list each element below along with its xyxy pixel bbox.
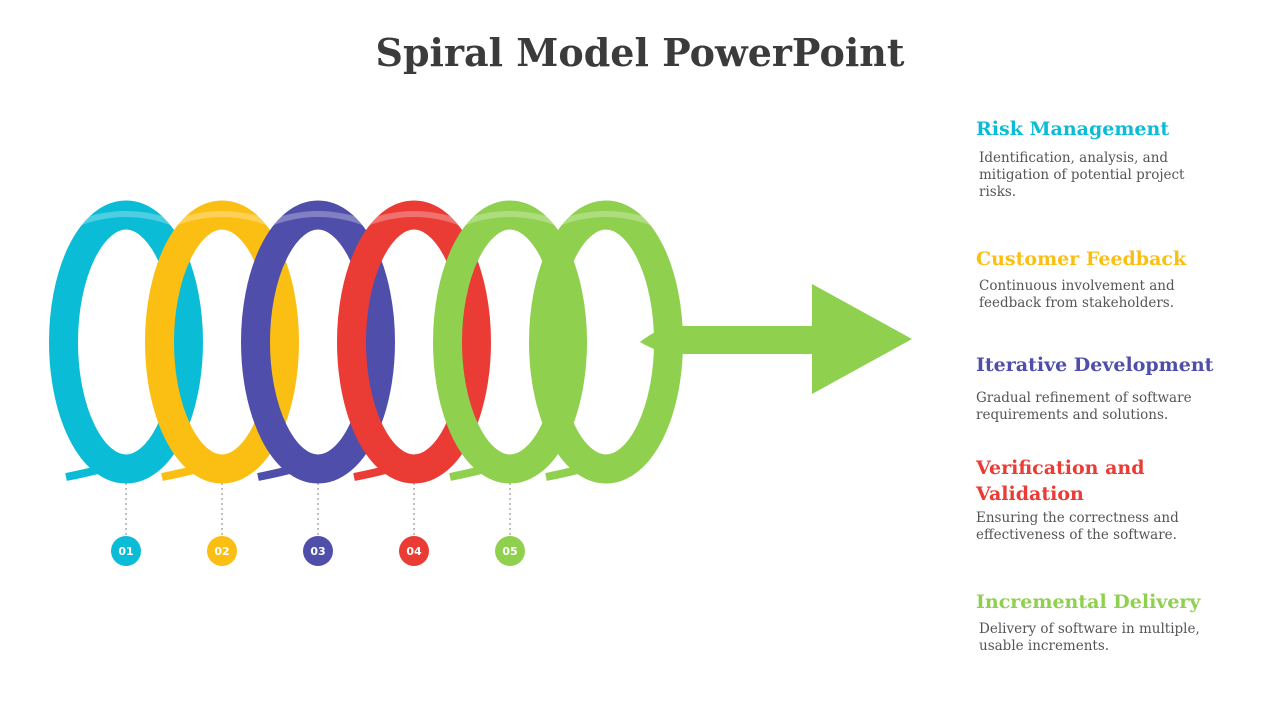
marker-number: 03 [310,545,325,558]
coil-highlight [362,211,466,227]
item-desc-incremental-delivery: Delivery of software in multiple, usable… [979,621,1200,654]
coil-tail [545,453,618,481]
item-title-customer-feedback: Customer Feedback [976,248,1187,270]
step-marker-02: 02 [207,536,237,566]
marker-circle [207,536,237,566]
spiral-coil-4 [337,200,491,484]
marker-number: 04 [406,545,422,558]
coil-highlight [74,211,178,227]
spiral-coil-1 [49,200,203,484]
coil-highlight [170,211,274,227]
coil-highlight [554,211,658,227]
coil-highlight [458,211,562,227]
marker-number: 02 [214,545,229,558]
coil-tail [353,453,426,481]
arrow-shape [640,284,912,394]
connector-lines [125,478,511,536]
spiral-coil-2 [145,200,299,484]
marker-circle [495,536,525,566]
item-desc-customer-feedback: Continuous involvement and feedback from… [979,278,1175,311]
spiral-coil-5 [433,200,587,484]
marker-circle [111,536,141,566]
spiral-coil-3 [241,200,395,484]
coil-band [433,200,587,484]
coil-tail [65,453,138,481]
coil-band [145,200,299,484]
item-title-verification-validation: Verification and Validation [976,457,1145,505]
marker-circle [303,536,333,566]
step-markers: 01 02 03 04 05 [111,536,525,566]
step-marker-03: 03 [303,536,333,566]
marker-number: 01 [118,545,133,558]
item-title-iterative-development: Iterative Development [976,354,1214,376]
coil-band [337,200,491,484]
coil-tail [257,453,330,481]
marker-circle [399,536,429,566]
spiral-diagram: 01 02 03 04 05 [49,200,912,566]
marker-number: 05 [502,545,517,558]
coil-tail [161,453,234,481]
coil-band [49,200,203,484]
item-title-incremental-delivery: Incremental Delivery [976,591,1201,613]
spiral-coils [49,200,683,484]
item-title-risk-management: Risk Management [976,118,1170,140]
coil-tail [449,453,522,481]
step-marker-05: 05 [495,536,525,566]
page-title: Spiral Model PowerPoint [375,30,905,75]
item-desc-verification-validation: Ensuring the correctness and effectivene… [976,510,1179,543]
coil-band [241,200,395,484]
item-desc-iterative-development: Gradual refinement of software requireme… [976,390,1192,423]
arrow-icon [640,284,912,394]
step-marker-01: 01 [111,536,141,566]
coil-highlight [266,211,370,227]
item-desc-risk-management: Identification, analysis, and mitigation… [979,150,1185,200]
step-marker-04: 04 [399,536,429,566]
